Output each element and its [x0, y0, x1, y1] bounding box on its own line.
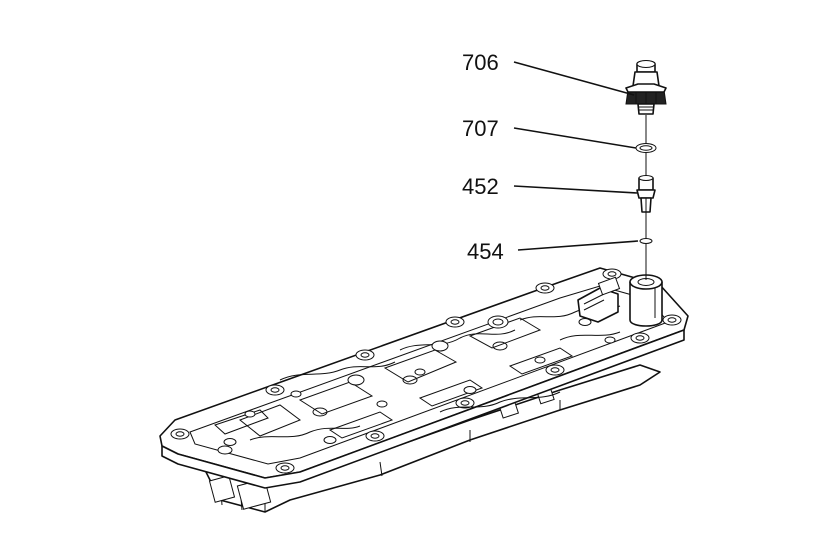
leader-707 — [513, 127, 637, 149]
callout-706: 706 — [462, 50, 499, 75]
leader-454 — [517, 240, 639, 251]
pressure-switch-706 — [625, 60, 667, 115]
valve-fitting-452 — [636, 175, 656, 213]
mounting-bosses — [170, 268, 682, 474]
leader-706 — [513, 61, 635, 96]
seal-454 — [639, 238, 653, 244]
valve-body-plate — [159, 267, 689, 513]
leader-452 — [513, 185, 638, 194]
pressure-port-boss — [629, 274, 663, 327]
o-ring-707 — [635, 143, 657, 153]
callout-454: 454 — [467, 239, 504, 264]
callout-707: 707 — [462, 116, 499, 141]
wiring-connector — [577, 276, 621, 323]
callout-452: 452 — [462, 174, 499, 199]
raised-pads — [223, 315, 616, 446]
